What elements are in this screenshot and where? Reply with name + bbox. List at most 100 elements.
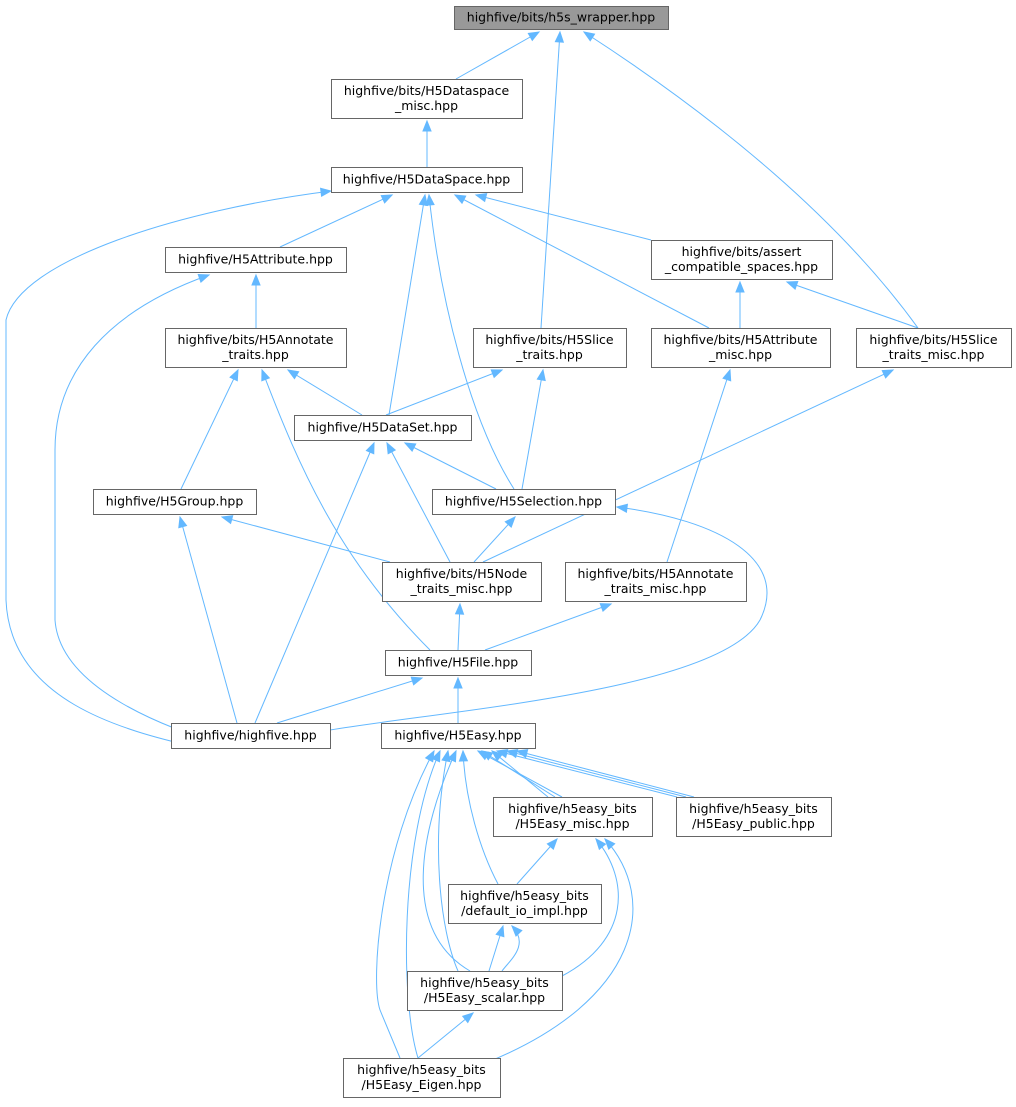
arrow-head [599, 603, 613, 613]
node-box [856, 328, 1012, 368]
arrow-head [722, 368, 732, 382]
arrow-head [424, 749, 435, 763]
edge-group-to-annotate_traits [180, 368, 239, 490]
node-box [448, 884, 602, 924]
node-easy_scalar[interactable]: highfive/h5easy_bits/H5Easy_scalar.hpp [407, 971, 563, 1011]
node-box [171, 723, 331, 749]
edge-line [179, 516, 238, 724]
edge-annotate_traits_misc-to-attribute_misc [666, 368, 732, 563]
node-easy_eigen[interactable]: highfive/h5easy_bits/H5Easy_Eigen.hpp [343, 1058, 501, 1098]
edge-highfive-to-selection [329, 503, 768, 731]
edge-line [482, 369, 894, 563]
edge-file-to-node_traits_misc [454, 602, 465, 651]
edge-default_io-to-easy_misc [516, 837, 558, 885]
arrow-head [480, 750, 494, 761]
edge-slice_traits-to-h5s_wrapper [540, 30, 565, 329]
arrow-head [595, 837, 607, 851]
edge-line [506, 750, 687, 798]
node-annotate_traits[interactable]: highfive/bits/H5Annotate_traits.hpp [165, 328, 347, 368]
edge-line [561, 838, 619, 977]
edge-line [404, 442, 497, 490]
edge-line [254, 442, 375, 724]
node-label: _traits_misc.hpp [410, 581, 513, 596]
node-box [407, 971, 563, 1011]
node-label: _compatible_spaces.hpp [664, 259, 818, 274]
node-default_io[interactable]: highfive/h5easy_bits/default_io_impl.hpp [448, 884, 602, 924]
edge-attribute-to-dataspace [279, 194, 394, 248]
node-label: /H5Easy_Eigen.hpp [362, 1077, 482, 1092]
arrow-head [380, 194, 394, 204]
edge-highfive-to-file [276, 676, 424, 724]
arrow-head [495, 924, 505, 938]
node-selection[interactable]: highfive/H5Selection.hpp [432, 489, 616, 515]
edge-easy_scalar-to-easy [422, 749, 471, 972]
node-box [651, 240, 833, 280]
node-label: highfive/h5easy_bits [460, 888, 589, 903]
arrow-head [554, 30, 565, 43]
edge-line [279, 194, 393, 248]
node-dataspace_misc[interactable]: highfive/bits/H5Dataspace_misc.hpp [331, 79, 523, 119]
node-highfive[interactable]: highfive/highfive.hpp [171, 723, 331, 749]
edge-node_traits_misc-to-dataset [386, 441, 451, 563]
edge-slice_traits_misc-to-h5s_wrapper [582, 31, 919, 329]
edge-node_traits_misc-to-slice_traits_misc [482, 369, 895, 563]
edge-line [221, 516, 391, 563]
node-label: _traits.hpp [221, 347, 289, 362]
node-box [331, 167, 523, 193]
node-label: /H5Easy_scalar.hpp [424, 990, 545, 1005]
edge-easy_scalar-to-easy_misc [561, 837, 619, 977]
edge-easy_misc-to-easy [476, 750, 563, 798]
arrow-head [422, 119, 432, 132]
edge-line [405, 750, 441, 1059]
edge-line [487, 838, 634, 1063]
arrow-head [511, 925, 523, 937]
node-box [165, 328, 347, 368]
node-annotate_traits_misc[interactable]: highfive/bits/H5Annotate_traits_misc.hpp [565, 562, 747, 602]
edge-easy_public-to-easy [495, 749, 695, 798]
node-group[interactable]: highfive/H5Group.hpp [93, 489, 257, 515]
edge-line [484, 603, 612, 651]
arrow-head [505, 749, 519, 759]
arrow-head [604, 838, 616, 850]
arrow-head [515, 749, 529, 759]
node-attribute_misc[interactable]: highfive/bits/H5Attribute_misc.hpp [651, 328, 831, 368]
edge-line [428, 194, 515, 490]
node-box [676, 797, 832, 837]
node-slice_traits_misc[interactable]: highfive/bits/H5Slice_traits_misc.hpp [856, 328, 1012, 368]
node-file[interactable]: highfive/H5File.hpp [385, 650, 532, 676]
node-box [454, 6, 669, 30]
node-box [385, 650, 532, 676]
node-slice_traits[interactable]: highfive/bits/H5Slice_traits.hpp [473, 328, 627, 368]
edge-easy-to-file [453, 676, 463, 723]
node-label: _misc.hpp [394, 98, 458, 113]
node-easy_public[interactable]: highfive/h5easy_bits/H5Easy_public.hpp [676, 797, 832, 837]
node-dataset[interactable]: highfive/H5DataSet.hpp [294, 415, 472, 441]
node-dataspace[interactable]: highfive/H5DataSpace.hpp [331, 167, 523, 193]
node-attribute[interactable]: highfive/H5Attribute.hpp [165, 247, 347, 273]
arrow-head [319, 187, 333, 198]
arrow-head [615, 503, 629, 514]
node-box [493, 797, 653, 837]
edge-line [276, 677, 423, 724]
node-label: _misc.hpp [708, 347, 772, 362]
node-h5s_wrapper[interactable]: highfive/bits/h5s_wrapper.hpp [454, 6, 669, 30]
node-box [165, 247, 347, 273]
arrow-head [365, 441, 375, 455]
node-label: highfive/bits/H5Annotate [177, 332, 333, 347]
edge-dataset-to-slice_traits [385, 369, 504, 416]
edge-highfive-to-dataspace [5, 187, 333, 749]
edge-highfive-to-group [178, 515, 238, 724]
edge-line [521, 369, 544, 490]
node-node_traits_misc[interactable]: highfive/bits/H5Node_traits_misc.hpp [382, 562, 542, 602]
edge-line [481, 750, 556, 798]
arrow-head [251, 273, 261, 286]
node-label: /default_io_impl.hpp [461, 903, 588, 918]
node-label: highfive/H5DataSet.hpp [308, 420, 458, 435]
edge-attribute_misc-to-assert_compat [735, 280, 745, 328]
edge-dataspace-to-dataspace_misc [422, 119, 432, 167]
node-easy[interactable]: highfive/H5Easy.hpp [381, 723, 536, 749]
node-easy_misc[interactable]: highfive/h5easy_bits/H5Easy_misc.hpp [493, 797, 653, 837]
node-box [343, 1058, 501, 1098]
node-assert_compat[interactable]: highfive/bits/assert_compatible_spaces.h… [651, 240, 833, 280]
edge-highfive-to-attribute [54, 274, 235, 749]
